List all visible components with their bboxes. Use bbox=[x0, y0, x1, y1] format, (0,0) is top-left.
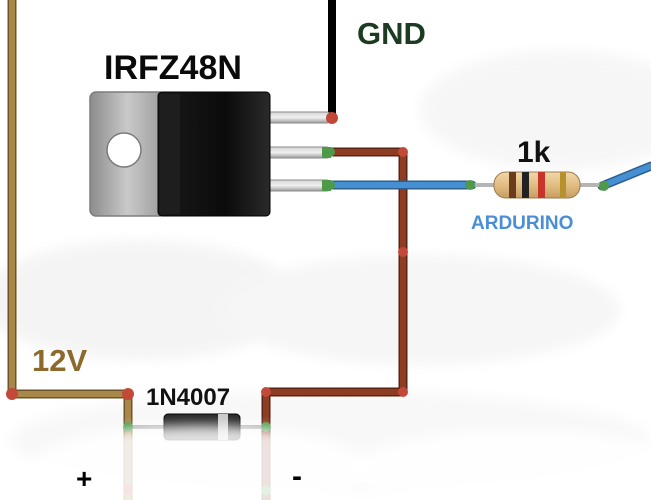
mosfet-pins bbox=[267, 111, 331, 192]
mosfet-tab bbox=[89, 91, 166, 217]
mosfet-label: IRFZ48N bbox=[104, 49, 242, 87]
gnd-wire bbox=[316, 0, 336, 122]
resistor-label: 1k bbox=[517, 136, 551, 169]
mosfet-body bbox=[157, 91, 271, 217]
gnd-label: GND bbox=[357, 16, 426, 51]
diode-label: 1N4007 bbox=[146, 384, 230, 411]
resistor bbox=[470, 171, 604, 199]
minus-label: - bbox=[292, 460, 302, 493]
supply-label: 12V bbox=[32, 343, 87, 378]
gate-wire bbox=[323, 161, 651, 191]
arduino-label: ARDURINO bbox=[471, 213, 573, 234]
bottom-haze bbox=[30, 425, 651, 500]
plus-label: + bbox=[76, 463, 92, 494]
